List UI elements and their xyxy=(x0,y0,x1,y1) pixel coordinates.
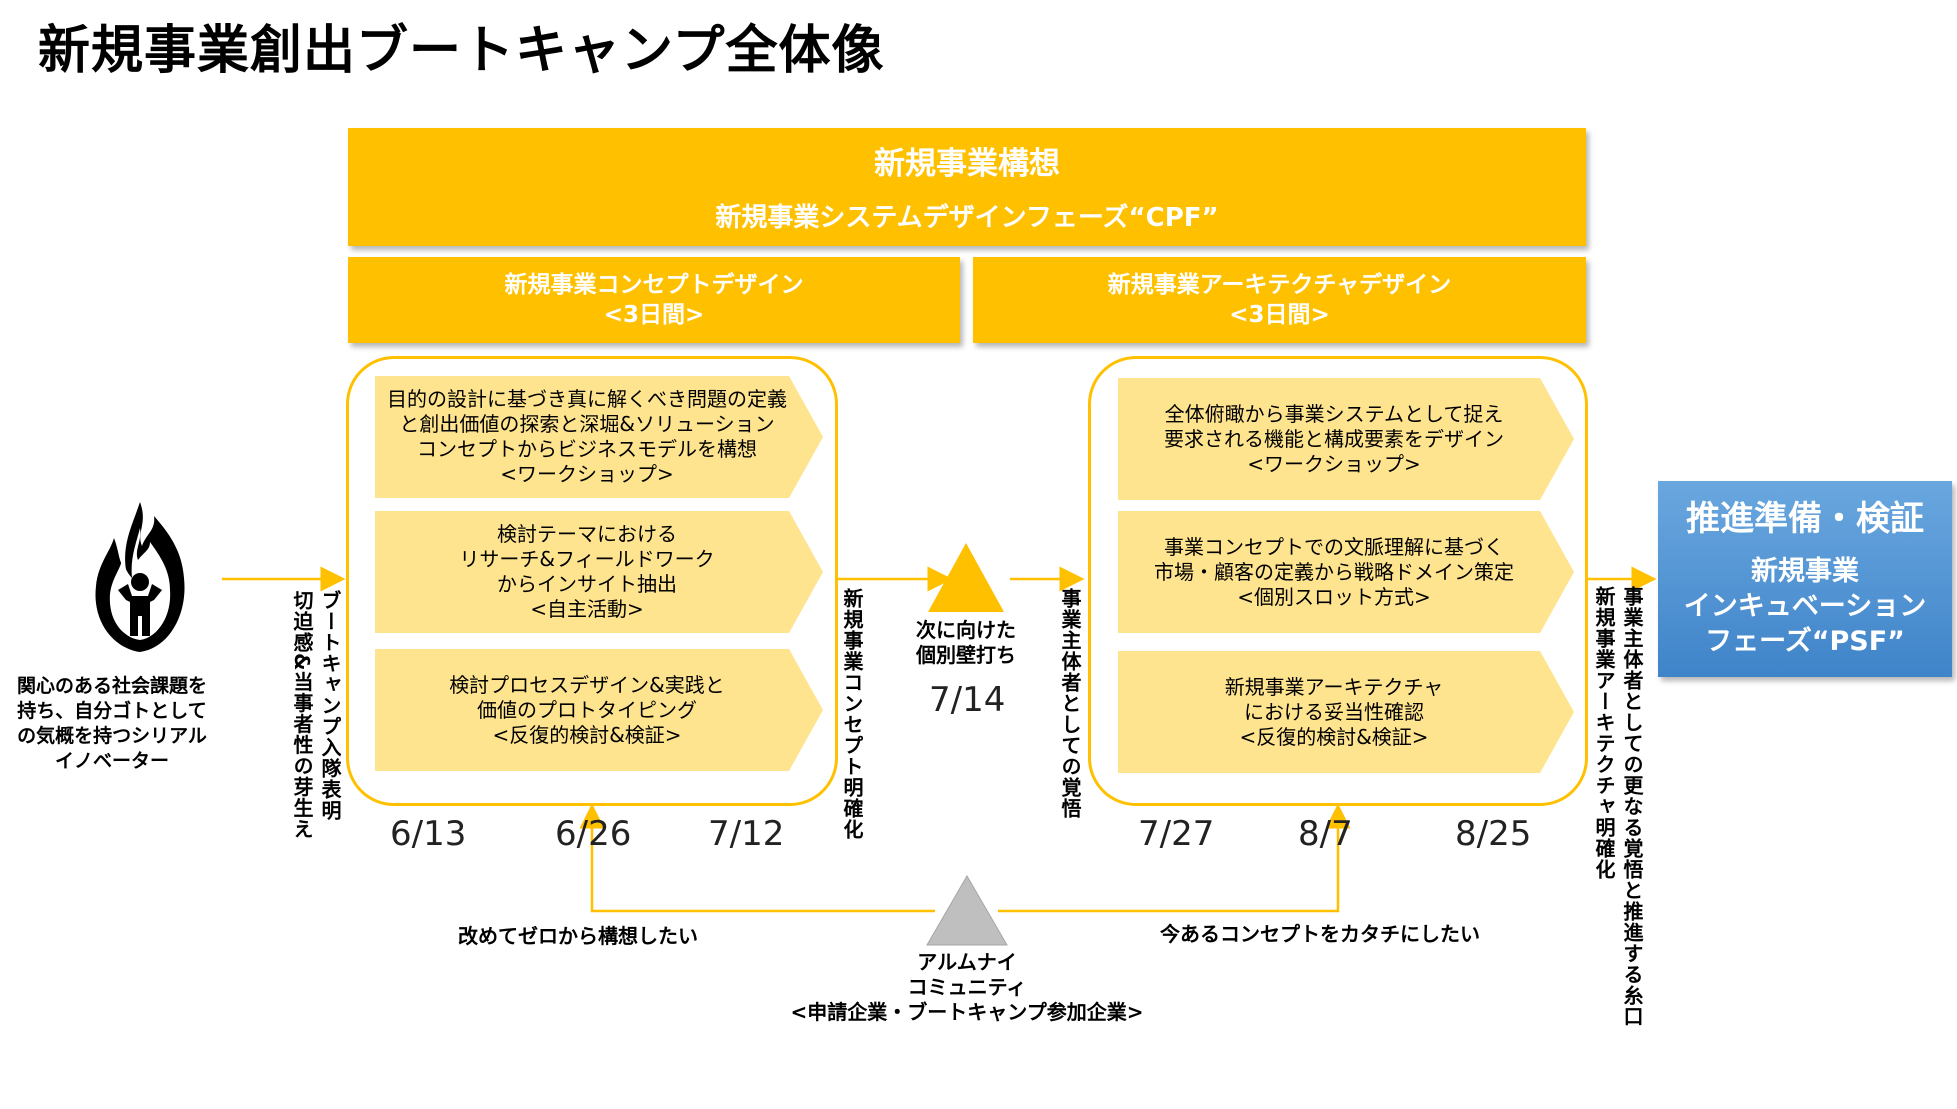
architecture-step-1-line: 全体俯瞰から事業システムとして捉え xyxy=(1164,401,1504,426)
psf-box: 推進準備・検証 新規事業 インキュベーション フェーズ“PSF” xyxy=(1658,481,1952,677)
concept-step-3-line: 価値のプロトタイピング xyxy=(477,697,697,722)
architecture-design-title: 新規事業アーキテクチャデザイン xyxy=(1107,272,1452,298)
wall-meeting-line: 次に向けた xyxy=(916,618,1016,642)
wall-meeting-line: 個別壁打ち xyxy=(916,643,1016,667)
alumni-community-label: アルムナイ コミュニティ <申請企業・ブートキャンプ参加企業> xyxy=(760,950,1174,1025)
architecture-step-1-line: <ワークショップ> xyxy=(1247,451,1421,476)
architecture-design-duration: <3日間> xyxy=(1229,302,1330,328)
alumni-triangle xyxy=(926,875,1008,946)
alumni-arrow-left xyxy=(579,803,935,913)
architecture-design-bar: 新規事業アーキテクチャデザイン <3日間> xyxy=(973,257,1586,343)
architecture-step-1-line: 要求される機能と構成要素をデザイン xyxy=(1164,426,1504,451)
alumni-right-note: 今あるコンセプトをカタチにしたい xyxy=(1160,922,1480,946)
wall-meeting-triangle xyxy=(928,543,1004,612)
alumni-line: <申請企業・ブートキャンプ参加企業> xyxy=(790,1000,1144,1024)
alumni-line: アルムナイ xyxy=(917,950,1017,974)
owner-resolve-label: 事業主体者としての覚悟 xyxy=(1058,588,1082,819)
date-label: 8/7 xyxy=(1298,814,1353,854)
concept-clarified-label: 新規事業コンセプト明確化 xyxy=(840,588,864,840)
concept-step-3-line: <反復的検討&検証> xyxy=(492,722,682,747)
architecture-step-2: 事業コンセプトでの文脈理解に基づく 市場・顧客の定義から戦略ドメイン策定 <個別… xyxy=(1118,511,1574,633)
concept-step-1-line: <ワークショップ> xyxy=(500,462,674,486)
architecture-step-2-line: 市場・顧客の定義から戦略ドメイン策定 xyxy=(1154,559,1514,584)
entry-sense-label: 切迫感&当事者性の芽生え xyxy=(290,590,314,840)
cpf-header-bar: 新規事業構想 新規事業システムデザインフェーズ“CPF” xyxy=(348,128,1586,246)
cpf-header-line2: 新規事業システムデザインフェーズ“CPF” xyxy=(715,203,1219,233)
psf-line: インキュベーション xyxy=(1683,591,1927,622)
concept-step-2-line: リサーチ&フィールドワーク xyxy=(459,547,715,571)
cpf-header-line1: 新規事業構想 xyxy=(874,146,1060,182)
concept-step-2: 検討テーマにおける リサーチ&フィールドワーク からインサイト抽出 <自主活動> xyxy=(375,511,823,633)
entry-declaration-label: ブートキャンプ入隊表明 xyxy=(318,590,342,821)
architecture-step-2-line: 事業コンセプトでの文脈理解に基づく xyxy=(1164,534,1504,559)
psf-heading: 推進準備・検証 xyxy=(1686,499,1924,539)
date-label: 7/27 xyxy=(1138,814,1215,854)
date-label: 6/26 xyxy=(555,814,632,854)
alumni-line: コミュニティ xyxy=(907,975,1027,999)
date-label: 7/14 xyxy=(929,680,1006,720)
page-title: 新規事業創出ブートキャンプ全体像 xyxy=(38,21,885,81)
concept-step-1: 目的の設計に基づき真に解くべき問題の定義 と創出価値の探索と深堀&ソリューション… xyxy=(375,376,823,498)
architecture-step-2-line: <個別スロット方式> xyxy=(1237,584,1431,609)
person-in-flame-icon xyxy=(95,502,185,652)
architecture-step-1: 全体俯瞰から事業システムとして捉え 要求される機能と構成要素をデザイン <ワーク… xyxy=(1118,378,1574,500)
date-label: 6/13 xyxy=(390,814,467,854)
psf-line: フェーズ“PSF” xyxy=(1705,626,1905,657)
concept-step-2-line: 検討テーマにおける xyxy=(497,522,677,546)
alumni-left-note: 改めてゼロから構想したい xyxy=(458,924,698,948)
architecture-step-3-line: 新規事業アーキテクチャ xyxy=(1224,674,1444,699)
concept-step-1-line: 目的の設計に基づき真に解くべき問題の定義 xyxy=(387,387,787,411)
psf-line: 新規事業 xyxy=(1751,556,1859,587)
persona-description: 関心のある社会課題を持ち、自分ゴトとしての気概を持つシリアルイノベーター xyxy=(16,675,207,772)
architecture-step-3-line: における妥当性確認 xyxy=(1244,699,1424,724)
architecture-step-3: 新規事業アーキテクチャ における妥当性確認 <反復的検討&検証> xyxy=(1118,651,1574,773)
psf-body: 新規事業 インキュベーション フェーズ“PSF” xyxy=(1658,554,1952,659)
concept-design-bar: 新規事業コンセプトデザイン <3日間> xyxy=(348,257,960,343)
further-resolve-label: 事業主体者としての更なる覚悟と推進する糸口 xyxy=(1620,586,1644,1027)
architecture-step-3-line: <反復的検討&検証> xyxy=(1239,724,1429,749)
concept-step-3: 検討プロセスデザイン&実践と 価値のプロトタイピング <反復的検討&検証> xyxy=(375,649,823,771)
alumni-arrow-right xyxy=(998,803,1351,913)
concept-step-1-line: コンセプトからビジネスモデルを構想 xyxy=(417,437,757,461)
concept-step-2-line: <自主活動> xyxy=(530,597,644,621)
date-label: 8/25 xyxy=(1455,814,1532,854)
concept-step-2-line: からインサイト抽出 xyxy=(497,572,677,596)
wall-meeting-label: 次に向けた 個別壁打ち xyxy=(900,618,1032,668)
architecture-clarified-label: 新規事業アーキテクチャ明確化 xyxy=(1592,586,1616,880)
concept-step-3-line: 検討プロセスデザイン&実践と xyxy=(449,672,725,697)
date-label: 7/12 xyxy=(708,814,785,854)
concept-step-1-line: と創出価値の探索と深堀&ソリューション xyxy=(399,412,775,436)
concept-design-title: 新規事業コンセプトデザイン xyxy=(504,272,804,298)
concept-design-duration: <3日間> xyxy=(603,302,705,328)
